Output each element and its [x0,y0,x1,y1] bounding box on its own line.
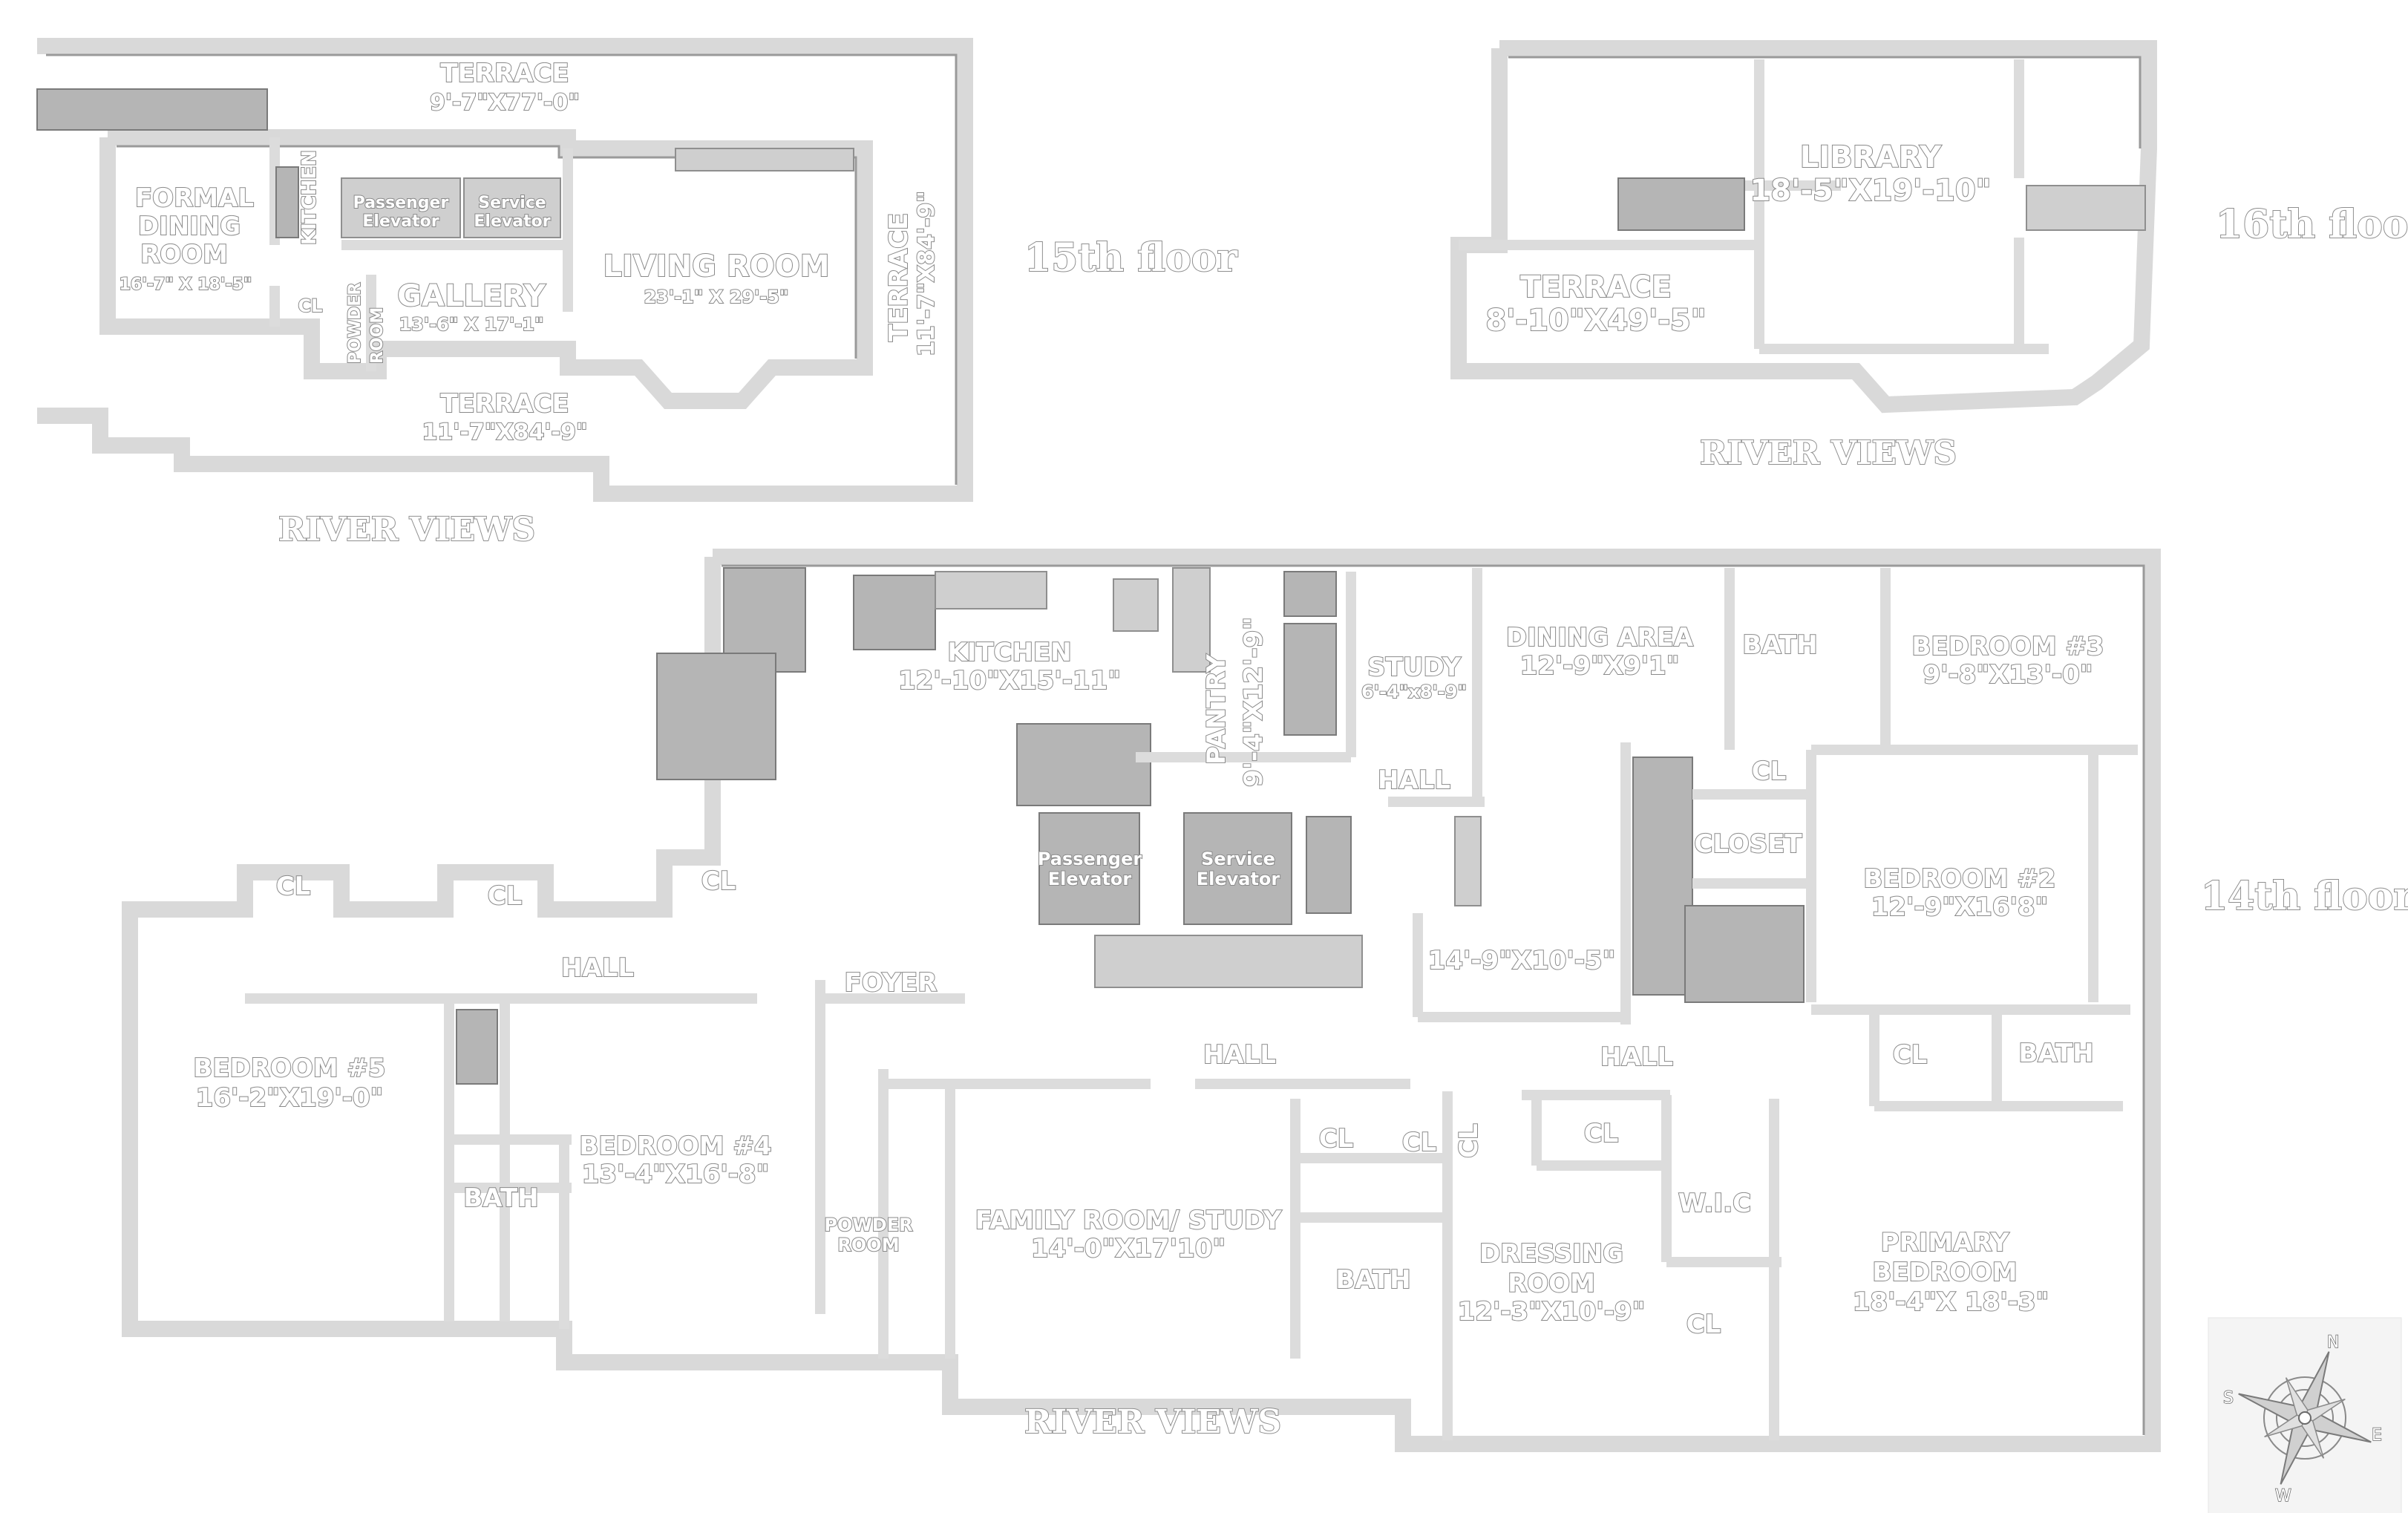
svg-text:POWDER: POWDER [824,1215,912,1235]
f14-family-room-dim: 14'-0"X17'10" [1031,1234,1226,1264]
floor-14-river-views: RIVER VIEWS [1024,1403,1281,1441]
f14-foyer-label: FOYER [845,968,938,998]
compass-n: N [2327,1333,2339,1352]
svg-text:ROOM: ROOM [837,1235,899,1255]
f15-kitchen-label: KITCHEN [298,150,321,245]
compass-rose-icon: N S S E W [2208,1317,2402,1513]
floor-15-title: 15th floor [1024,235,1237,281]
f16-library-label: LIBRARY [1800,140,1942,174]
f15-terrace-right-dim: 11'-7"X84'-9" [914,191,940,356]
f14-pantry-dim: 9'-4"X12'-9" [1239,617,1269,787]
f14-pantry-label: PANTRY [1202,654,1231,765]
svg-text:Passenger: Passenger [1038,849,1142,869]
f14-cl-wic-label: CL [1686,1310,1721,1339]
svg-text:ROOM: ROOM [140,240,228,269]
f14-bedroom-2-label: BEDROOM #2 [1863,864,2055,894]
f14-bedroom-3-label: BEDROOM #3 [1911,632,2104,661]
svg-text:POWDER: POWDER [346,283,364,364]
f14-closet-label: CLOSET [1694,829,1802,859]
f14-study-dim: 6'-4"x8'-9" [1361,682,1467,702]
f15-terrace-top-label: TERRACE [440,59,569,88]
f15-living-room-dim: 23'-1" X 29'-5" [644,287,788,307]
f14-study-label: STUDY [1367,653,1461,682]
svg-text:Service: Service [1201,849,1275,869]
f15-cl-label: CL [298,295,323,316]
f14-bath-center-label: BATH [1335,1265,1410,1295]
svg-text:Passenger: Passenger [353,194,449,212]
f14-cl-2-label: CL [488,881,523,911]
f14-dining-area-dim: 12'-9"X9'1" [1520,651,1680,681]
f15-terrace-right-label: TERRACE [884,213,914,342]
floor-15-plan: TERRACE 9'-7"X77'-0" FORMAL DINING ROOM … [36,38,1238,549]
f15-terrace-bottom-label: TERRACE [440,389,569,419]
floor-15-river-views: RIVER VIEWS [278,511,535,549]
svg-text:BEDROOM: BEDROOM [1872,1258,2017,1287]
f14-hall-mid-label: HALL [1203,1040,1276,1070]
f14-bedroom-2-dim: 12'-9"X16'8" [1871,892,2049,922]
floor-14-plan: KITCHEN 12'-10"X15'-11" PANTRY 9'-4"X12'… [122,549,2408,1452]
f15-terrace-bottom-dim: 11'-7"X84'-9" [422,419,588,445]
f14-family-room-label: FAMILY ROOM/ STUDY [975,1206,1282,1235]
f16-library-dim: 18'-5"X19'-10" [1750,174,1991,208]
f14-bedroom-5-label: BEDROOM #5 [193,1053,385,1083]
f14-unnamed-room-dim: 14'-9"X10'-5" [1428,946,1616,976]
f14-bedroom-5-dim: 16'-2"X19'-0" [196,1083,384,1113]
f14-dining-area-label: DINING AREA [1506,623,1694,653]
svg-text:FORMAL: FORMAL [135,183,254,213]
svg-text:Elevator: Elevator [1048,869,1132,889]
f15-living-room-label: LIVING ROOM [603,249,829,284]
f14-hall-right-label: HALL [1600,1042,1673,1072]
floor-14-title: 14th floor [2201,874,2408,919]
f14-hall-left-label: HALL [561,953,634,983]
svg-text:PRIMARY: PRIMARY [1881,1228,2009,1258]
svg-text:Elevator: Elevator [474,212,550,231]
f14-cl-c-label: CL [1454,1123,1484,1158]
f14-bath-top-label: BATH [1742,630,1817,660]
compass-e: E [2372,1426,2382,1445]
f15-gallery-dim: 13'-6" X 17'-1" [399,314,543,335]
f14-cl-b-label: CL [1402,1128,1437,1157]
f14-kitchen-label: KITCHEN [947,638,1071,667]
f14-cl-bath-right-label: CL [1893,1040,1928,1070]
f14-hall-top-label: HALL [1378,765,1450,795]
svg-text:Elevator: Elevator [1197,869,1280,889]
svg-text:DINING: DINING [138,212,241,241]
f14-bedroom-3-dim: 9'-8"X13'-0" [1923,660,2093,690]
svg-text:ROOM: ROOM [1508,1269,1595,1298]
f14-bath-left-label: BATH [463,1183,538,1213]
f16-terrace-label: TERRACE [1520,270,1672,304]
svg-text:DRESSING: DRESSING [1479,1239,1623,1269]
f14-wic-label: W.I.C [1678,1189,1751,1218]
floor-16-river-views: RIVER VIEWS [1700,434,1957,472]
floor-16-plan: LIBRARY 18'-5"X19'-10" TERRACE 8'-10"X49… [1450,40,2408,473]
f14-bedroom-4-dim: 13'-4"X16'-8" [582,1160,770,1189]
f14-bedroom-4-label: BEDROOM #4 [579,1131,771,1161]
compass-w: W [2275,1487,2291,1506]
f14-dressing-room-dim: 12'-3"X10'-9" [1458,1297,1646,1327]
f14-cl-dressing-label: CL [1584,1119,1619,1148]
f14-bath-right-label: BATH [2018,1039,2093,1068]
f14-cl-a-label: CL [1319,1124,1354,1154]
f15-gallery-label: GALLERY [397,279,546,313]
f14-cl-right-top-label: CL [1752,756,1787,786]
f14-cl-1-label: CL [276,872,311,901]
f14-kitchen-dim: 12'-10"X15'-11" [898,666,1121,696]
floor-16-title: 16th floor [2216,202,2408,247]
svg-text:Service: Service [478,194,546,212]
f15-formal-dining-dim: 16'-7" X 18'-5" [120,275,252,294]
f14-cl-3-label: CL [701,866,736,896]
f14-primary-bedroom-dim: 18'-4"X 18'-3" [1853,1287,2049,1317]
svg-text:Elevator: Elevator [362,212,439,231]
svg-text:ROOM: ROOM [368,307,387,364]
compass-s-left: S [2223,1389,2234,1408]
f15-terrace-top-dim: 9'-7"X77'-0" [430,90,580,116]
f16-terrace-dim: 8'-10"X49'-5" [1485,304,1706,338]
